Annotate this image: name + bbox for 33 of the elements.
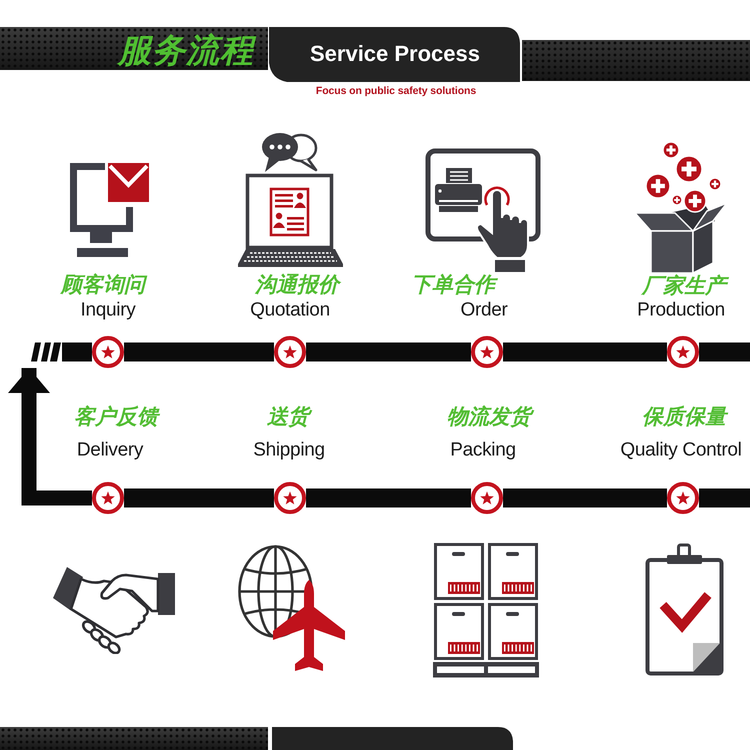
step-label: Delivery <box>76 440 144 460</box>
step-label: Packing <box>450 440 516 460</box>
step-label: Quality Control <box>620 440 742 460</box>
timeline-bar <box>699 342 750 362</box>
step-label: Quotation <box>250 300 330 320</box>
timeline-bar <box>699 488 750 508</box>
timeline-bar <box>503 488 667 508</box>
step-label: Order <box>460 300 508 320</box>
star-marker-icon <box>92 482 124 514</box>
step-title: 顾客询问 <box>61 274 145 296</box>
timeline-bar <box>503 342 667 362</box>
heading: Service Process <box>310 43 480 65</box>
tagline: Focus on public safety solutions <box>316 86 476 96</box>
step-title: 客户反馈 <box>74 406 158 428</box>
timeline-bar <box>306 342 471 362</box>
step-title: 保质保量 <box>642 406 726 428</box>
star-marker-icon <box>274 482 306 514</box>
star-marker-icon <box>92 336 124 368</box>
star-marker-icon <box>274 336 306 368</box>
step-label: Inquiry <box>80 300 136 320</box>
star-marker-icon <box>471 336 503 368</box>
title: 服务流程 <box>118 34 254 66</box>
star-marker-icon <box>471 482 503 514</box>
step-label: Production <box>637 300 725 320</box>
star-marker-icon <box>667 482 699 514</box>
star-marker-icon <box>667 336 699 368</box>
timeline-bar <box>306 488 471 508</box>
step-label: Shipping <box>253 440 325 460</box>
timeline-bar <box>124 342 274 362</box>
arrow <box>8 368 92 506</box>
timeline-bar <box>124 488 274 508</box>
timeline-bar <box>31 342 92 362</box>
step-title: 沟通报价 <box>255 274 339 296</box>
